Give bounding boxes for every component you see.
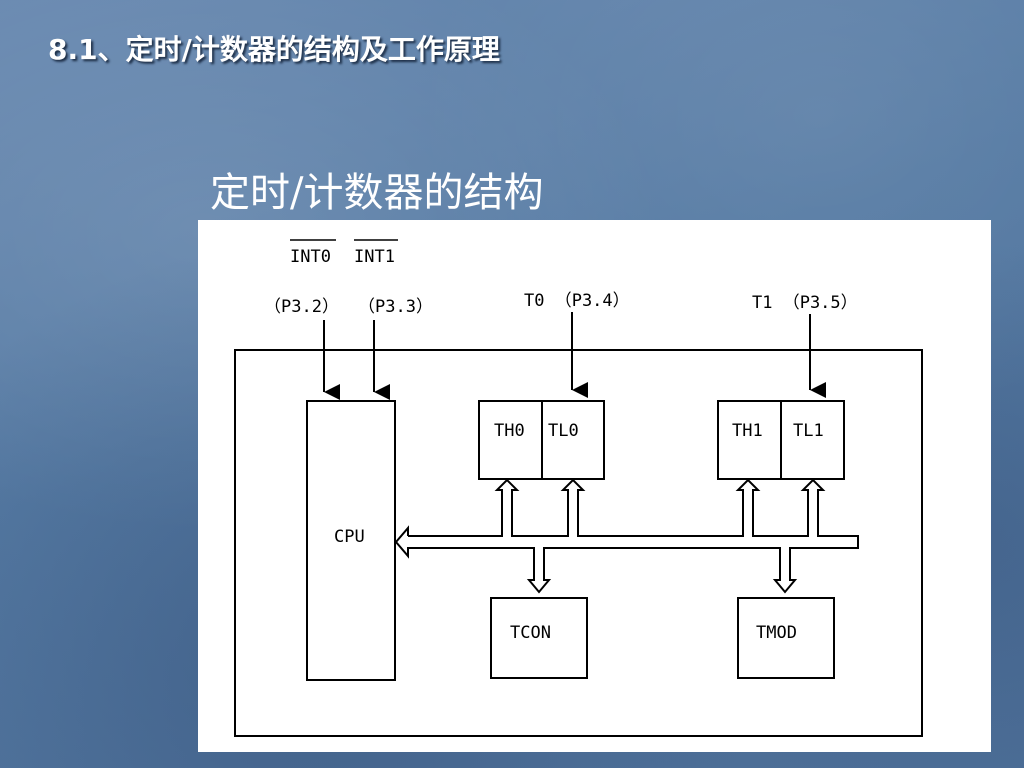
int1-label: INT1 [354,247,395,267]
internal-bus [394,478,859,594]
t0-pin-label: T0 （P3.4） [524,291,630,311]
slide-title: 8.1、定时/计数器的结构及工作原理 [48,33,500,66]
p32-label: （P3.2） [264,297,339,317]
int0-label: INT0 [290,247,331,267]
tcon-register [490,597,588,679]
tcon-label: TCON [510,623,551,643]
cpu-block [306,400,396,681]
tl1-register [780,400,845,480]
diagram-canvas: INT0 INT1 （P3.2） （P3.3） T0 （P3.4） T1 （P3… [234,239,923,737]
timer-counter-structure-diagram: INT0 INT1 （P3.2） （P3.3） T0 （P3.4） T1 （P3… [198,220,991,752]
tmod-register [737,597,835,679]
tl1-label: TL1 [793,421,824,441]
cpu-label: CPU [334,527,365,547]
tmod-label: TMOD [756,623,797,643]
p33-label: （P3.3） [358,297,433,317]
chip-boundary [234,349,923,737]
th1-label: TH1 [732,421,763,441]
tl0-label: TL0 [548,421,579,441]
slide-subtitle: 定时/计数器的结构 [210,170,544,216]
th0-label: TH0 [494,421,525,441]
t1-pin-label: T1 （P3.5） [752,293,858,313]
